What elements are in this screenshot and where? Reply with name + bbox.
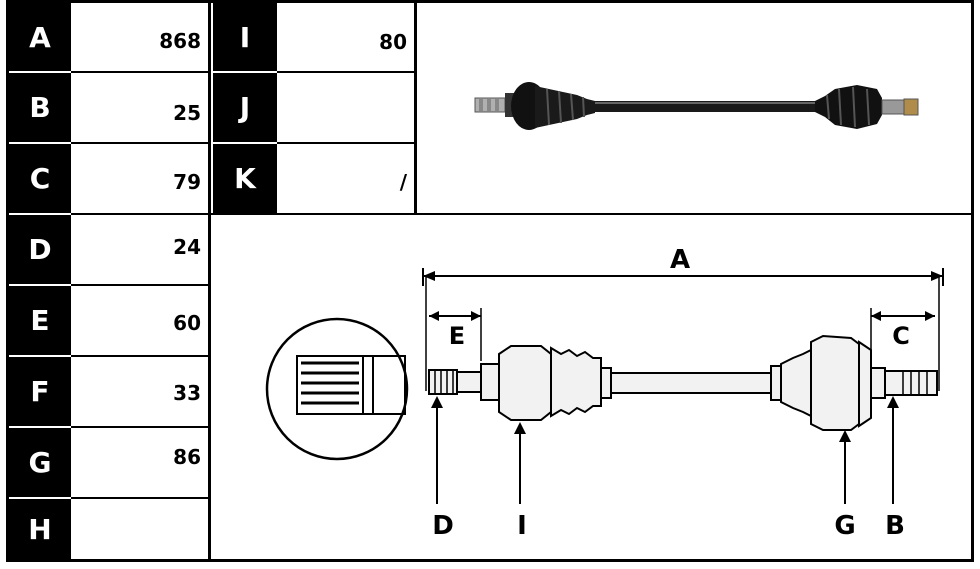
shaft-diagram: A E C (265, 245, 944, 541)
letter-f: F (9, 357, 71, 426)
letter-i: I (213, 3, 277, 71)
letter-h: H (9, 499, 71, 559)
mid-row-line-1 (277, 71, 414, 73)
label-c: C (892, 322, 910, 350)
letter-b: B (9, 73, 71, 142)
photo-shaft (474, 82, 919, 130)
label-e: E (449, 322, 465, 350)
value-b: 25 (73, 73, 208, 142)
mid-row-line-2 (277, 142, 414, 144)
row-line-5 (71, 355, 208, 357)
value-f: 33 (73, 357, 208, 426)
value-d: 24 (73, 215, 208, 284)
spline-detail-icon (265, 317, 409, 461)
value-j (279, 73, 414, 142)
value-g: 86 (73, 428, 208, 497)
label-g: G (834, 511, 855, 541)
row-line-3 (71, 213, 208, 215)
letter-k: K (213, 144, 277, 213)
value-c: 79 (73, 144, 208, 213)
row-line-4 (71, 284, 208, 286)
value-a: 868 (73, 3, 208, 71)
drive-shaft-photo (474, 82, 919, 130)
pointer-d (431, 396, 443, 504)
row-line-2 (71, 142, 208, 144)
row-line-6 (71, 426, 208, 428)
letter-c: C (9, 144, 71, 213)
value-i: 80 (279, 3, 414, 71)
value-k: / (279, 144, 414, 213)
dimension-c (870, 308, 935, 366)
label-a: A (670, 245, 690, 275)
value-h (73, 499, 208, 559)
letter-a: A (9, 3, 71, 71)
shaft-line-drawing (428, 334, 938, 431)
letter-j: J (213, 73, 277, 142)
letter-e: E (9, 286, 71, 355)
pointer-i (514, 422, 526, 504)
pointer-b (887, 396, 899, 504)
label-d: D (432, 511, 454, 541)
section-divider (211, 213, 971, 215)
row-line-7 (71, 497, 208, 499)
label-i: I (517, 511, 527, 541)
divider-col-mid (414, 0, 417, 214)
divider-col-left (208, 0, 211, 562)
letter-d: D (9, 215, 71, 284)
dimension-a (422, 268, 944, 391)
letter-g: G (9, 428, 71, 497)
pointer-g (839, 430, 851, 504)
label-b: B (885, 511, 905, 541)
dimension-e (429, 308, 482, 361)
row-line-1 (71, 71, 208, 73)
sheet-frame (6, 0, 974, 562)
value-e: 60 (73, 286, 208, 355)
